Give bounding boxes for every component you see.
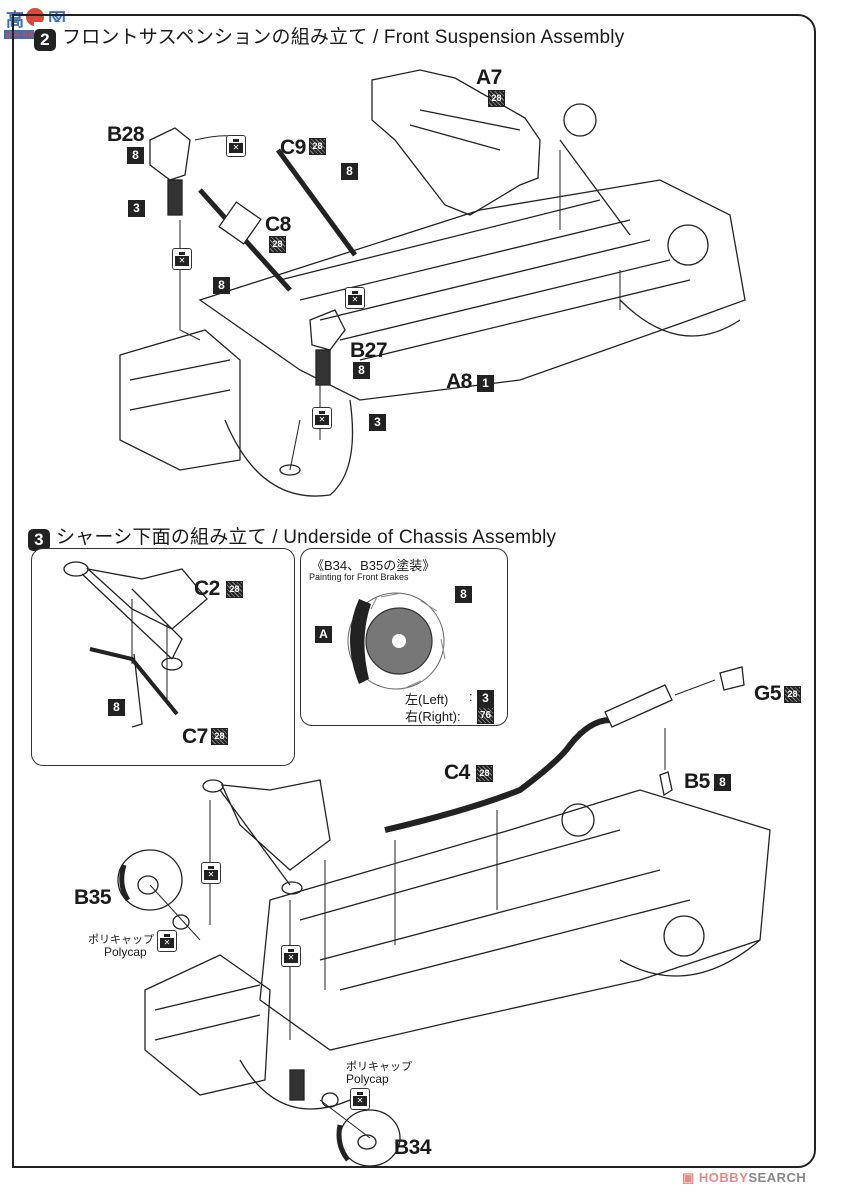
inset-brake-painting: 《B34、B35の塗装》 Painting for Front Brakes 8… [300, 548, 508, 726]
watermark-brand: HOBBY [698, 1170, 749, 1185]
color-chip-shaft: 8 [213, 277, 230, 294]
color-chip-b5: 8 [714, 774, 731, 791]
a7-fuel-tank-drawing [371, 69, 541, 216]
color-chip-c9: 28 [309, 138, 326, 155]
color-chip-a8: 1 [477, 375, 494, 392]
cement-icon [201, 862, 221, 884]
part-label-a7: A7 [476, 66, 502, 89]
part-label-b34: B34 [394, 1136, 432, 1159]
step-3-number: 3 [28, 529, 50, 551]
color-chip-rod: 8 [341, 163, 358, 180]
polycap-label-jp-1: ポリキャップ [88, 934, 154, 946]
cement-icon [157, 930, 177, 952]
part-label-c7: C7 [182, 725, 208, 748]
cement-icon [226, 135, 246, 157]
color-chip-c7: 28 [211, 728, 228, 745]
watermark-mascot-icon [26, 8, 44, 26]
b28-upright-drawing [149, 127, 191, 181]
step-2-heading: 2 フロントサスペンションの組み立て / Front Suspension Ass… [34, 22, 631, 51]
polycap-label-en-1: Polycap [104, 945, 147, 959]
part-label-b5: B5 [684, 770, 710, 793]
inset-arm-assembly: C2 28 8 C7 28 [31, 548, 295, 766]
watermark-logo-icon: ▣ [682, 1170, 695, 1185]
color-chip-c2: 28 [226, 581, 243, 598]
color-chip-spring-b27: 3 [369, 414, 386, 431]
brake-painting-title: 《B34、B35の塗装》 [311, 558, 436, 573]
cement-icon [172, 248, 192, 270]
brake-disc-drawing [347, 592, 446, 690]
right-color-label: 右(Right): [405, 709, 461, 724]
brake-painting-subtitle: Painting for Front Brakes [309, 572, 409, 582]
color-chip-g5: 28 [784, 686, 801, 703]
c9-tierod-drawing [275, 148, 358, 257]
color-chip-a7: 28 [488, 90, 505, 107]
cement-icon [345, 287, 365, 309]
color-chip-b28: 8 [127, 147, 144, 164]
colon-separator: : [469, 689, 473, 704]
polycap-label-jp-2: ポリキャップ [346, 1061, 412, 1073]
color-chip-b27: 8 [353, 362, 370, 379]
color-chip-spring-b28: 3 [128, 200, 145, 217]
part-label-c8: C8 [265, 213, 291, 236]
front-suspension-diagram [119, 69, 746, 497]
color-chip-right: 76 [477, 707, 494, 724]
part-label-b35: B35 [74, 886, 112, 909]
step-3-title: シャーシ下面の組み立て / Underside of Chassis Assem… [56, 527, 557, 548]
part-label-a8: A8 [446, 370, 472, 393]
step-2-title: フロントサスペンションの組み立て / Front Suspension Asse… [62, 27, 625, 48]
polycap-label-en-2: Polycap [346, 1072, 389, 1086]
arm-assembly-drawing [63, 561, 208, 728]
part-label-c4: C4 [444, 761, 470, 784]
cement-icon [350, 1088, 370, 1110]
watermark-suffix: SEARCH [748, 1170, 807, 1185]
color-chip-c8: 28 [269, 236, 286, 253]
color-chip-disc: 8 [455, 586, 472, 603]
left-color-label: 左(Left) [405, 692, 449, 707]
step-2-number: 2 [34, 29, 56, 51]
part-label-c2: C2 [194, 577, 220, 600]
hobby-search-watermark: ▣ HOBBYSEARCH [682, 1170, 806, 1186]
cement-icon [312, 407, 332, 429]
step-3-heading: 3 シャーシ下面の組み立て / Underside of Chassis Asse… [28, 522, 563, 551]
color-chip-left: 3 [477, 690, 494, 707]
part-label-b27: B27 [350, 339, 388, 362]
color-chip-caliper: A [315, 626, 332, 643]
color-chip-c4: 28 [476, 765, 493, 782]
b27-upright-drawing [309, 309, 346, 351]
color-chip-link: 8 [108, 699, 125, 716]
page-frame [12, 14, 816, 1168]
part-label-g5: G5 [754, 682, 782, 705]
part-label-c9: C9 [280, 136, 306, 159]
cement-icon [281, 945, 301, 967]
part-label-b28: B28 [107, 123, 145, 146]
